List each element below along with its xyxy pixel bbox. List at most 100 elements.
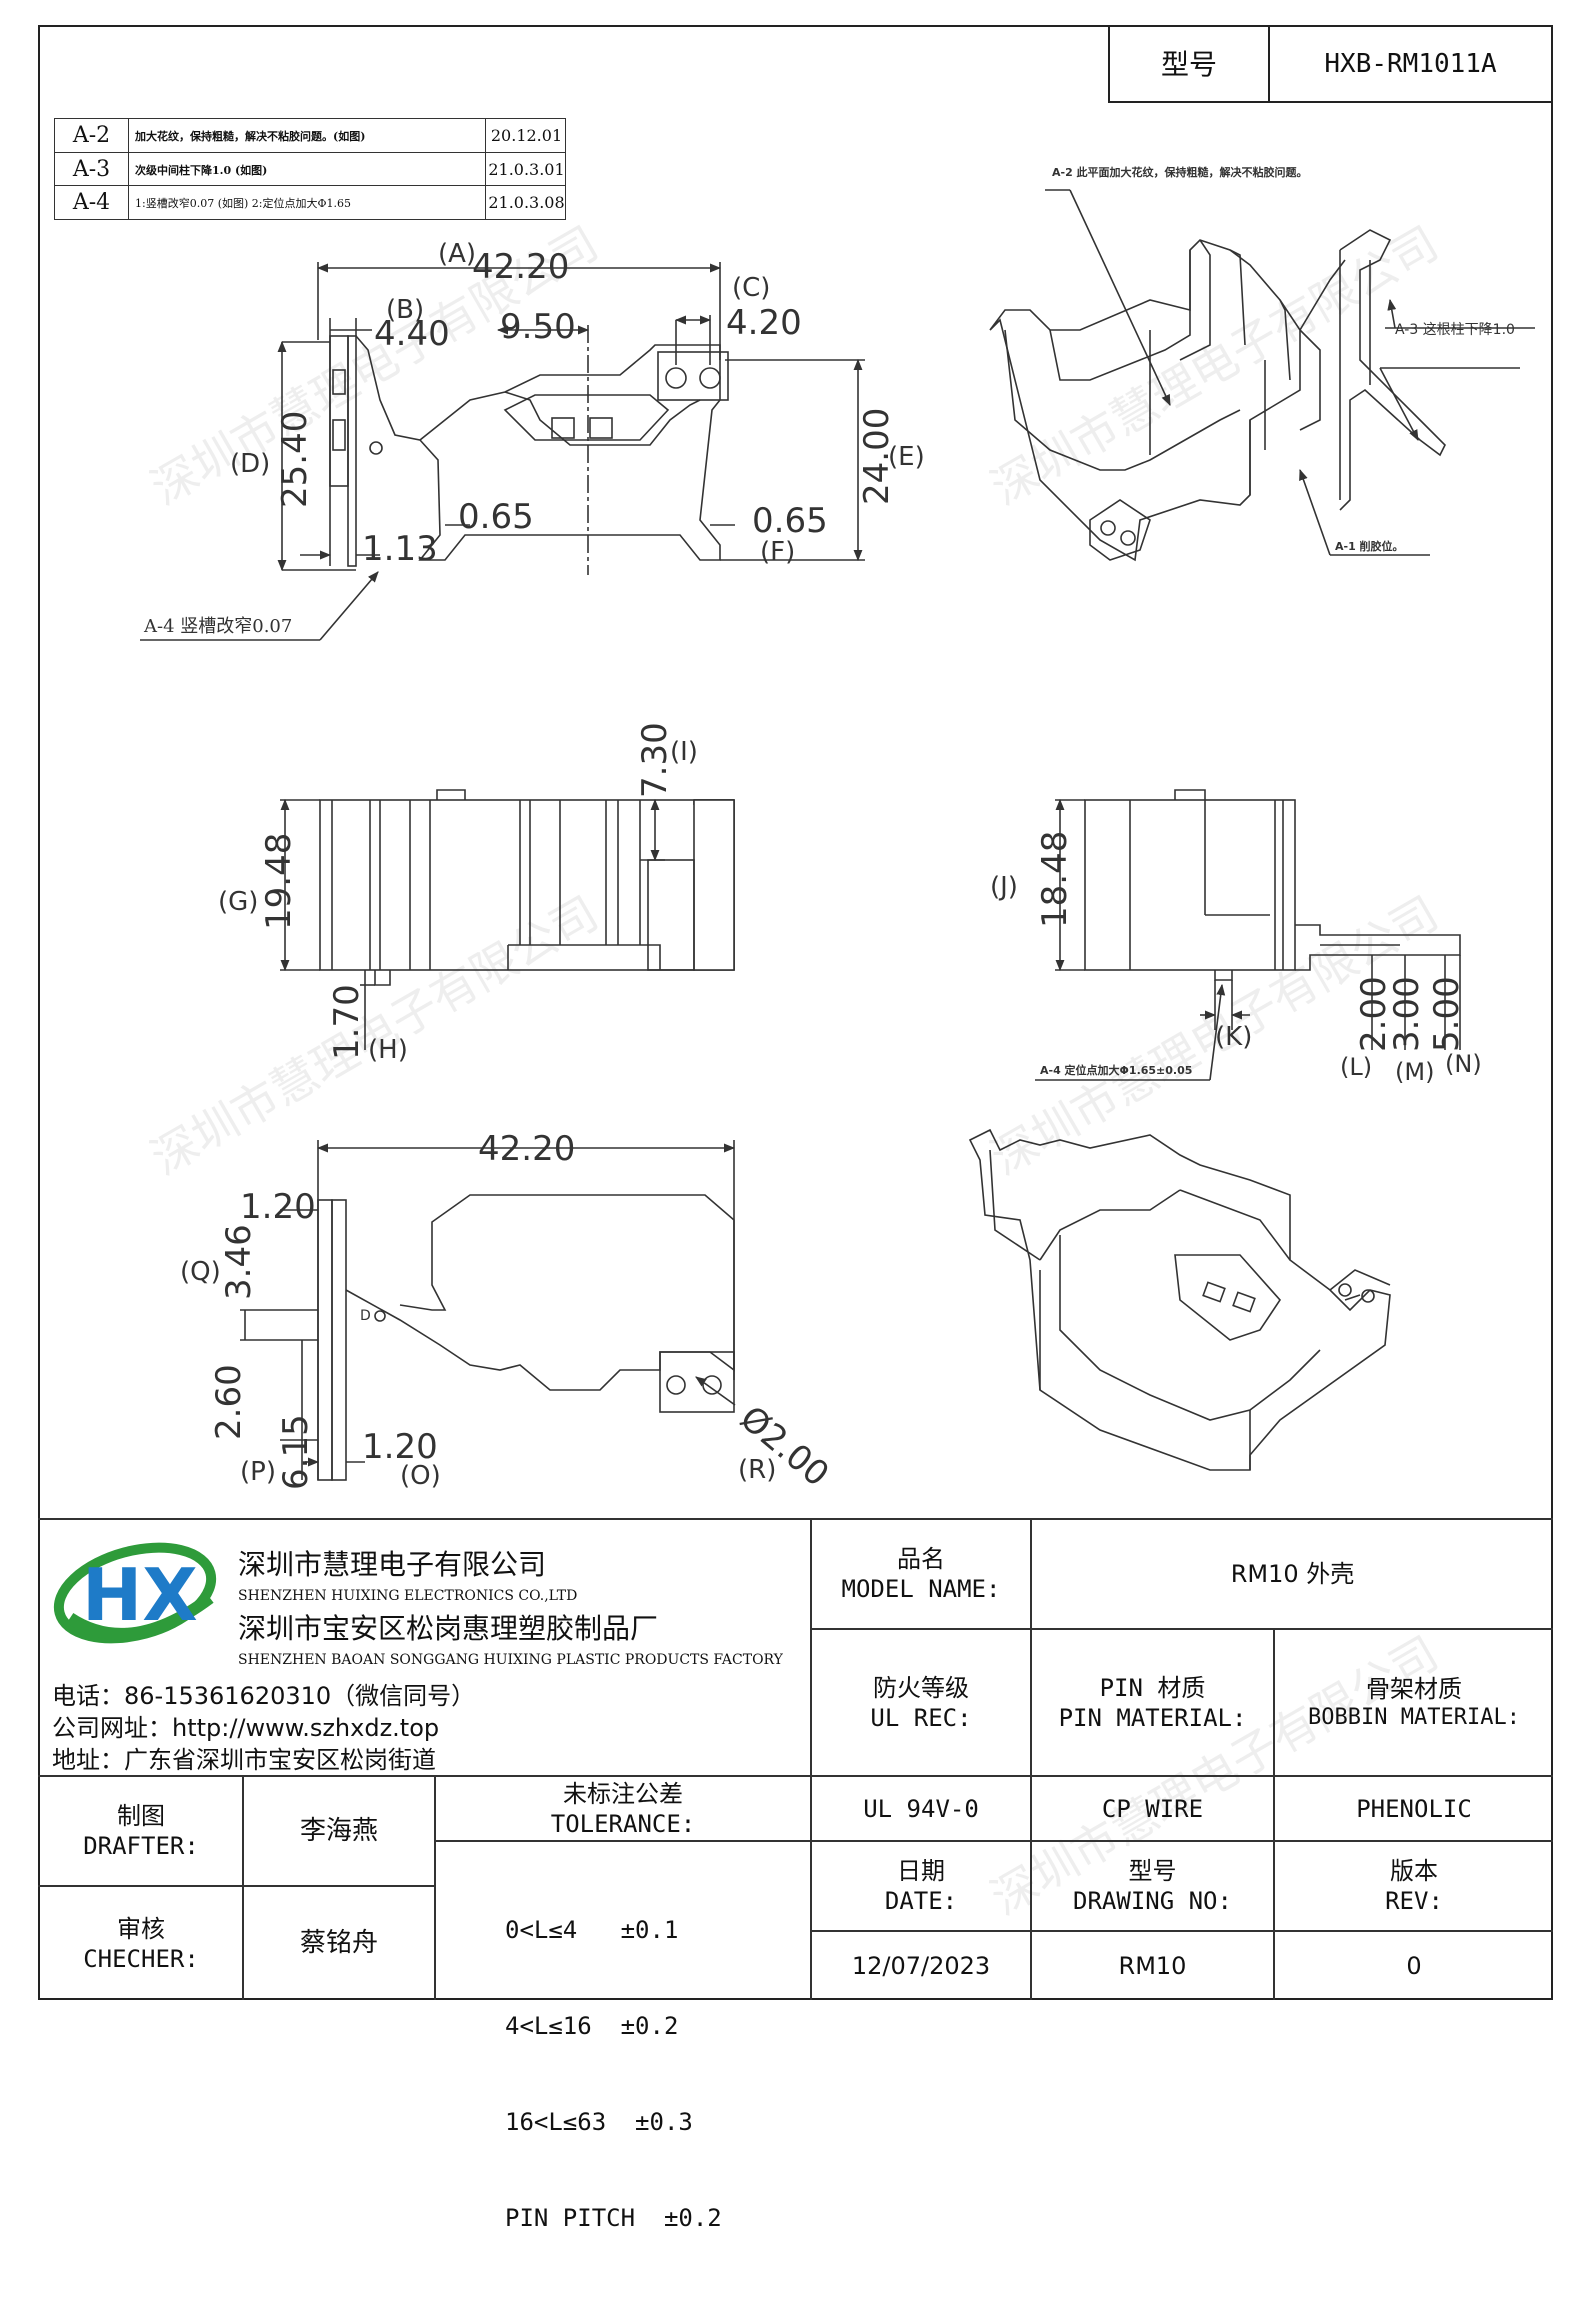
dim-065-left: 0.65 [458,497,534,537]
dim-j: 18.48 [1035,831,1075,928]
label-cn: 型号 [1128,1857,1177,1885]
dim-o: 1.20 [362,1427,438,1467]
ul-value: UL 94V-0 [863,1794,979,1823]
factory-name-en: SHENZHEN BAOAN SONGGANG HUIXING PLASTIC … [238,1652,783,1668]
tolerance-line: 4<L≤16 ±0.2 [505,2012,679,2040]
revision-date: 21.0.3.08 [485,186,567,219]
dim-g: 19.48 [259,833,299,930]
label-en: CHECHER: [83,1944,199,1973]
label-en: REV: [1385,1887,1443,1915]
side-view [1035,789,1461,1081]
label-en: MODEL NAME: [841,1575,1001,1603]
label-cn: PIN 材质 [1099,1673,1206,1702]
dim-top-120: 1.20 [240,1187,316,1227]
dim-n: 5.00 [1427,976,1467,1052]
dim-n-tag: (N) [1445,1050,1482,1078]
rev-value: 0 [1406,1952,1422,1980]
label-en: UL REC: [870,1703,972,1732]
company-phone: 电话：86-15361620310（微信同号） [52,1682,476,1710]
label-en: DATE: [884,1887,958,1915]
bottom-view: D [240,1140,736,1481]
checker-label: 审核 CHECHER: [40,1887,242,2000]
note-a4-side: A-4 定位点加大Φ1.65±0.05 [1040,1063,1192,1077]
factory-name-cn: 深圳市宝安区松岗惠理塑胶制品厂 [238,1612,659,1645]
dim-m: 3.00 [1387,976,1427,1052]
label-cn: 日期 [897,1857,945,1885]
note-a2: A-2 此平面加大花纹，保持粗糙，解决不粘胶问题。 [1052,165,1308,179]
model-label: 型号 [1110,27,1270,101]
dim-e: 24.00 [857,408,897,505]
company-website: 公司网址：http://www.szhxdz.top [52,1714,440,1742]
label-en: DRAWING NO: [1073,1887,1232,1915]
tolerance-label: 未标注公差 TOLERANCE: [436,1777,810,1840]
revision-row: A-3 次级中间柱下降1.0 (如图) 21.0.3.01 [55,152,567,186]
dim-k-tag: (K) [1215,1022,1252,1052]
drawing-no-value: RM10 [1118,1952,1187,1980]
dim-260: 2.60 [209,1364,249,1440]
isometric-view-bottom [968,1128,1391,1471]
note-a1: A-1 削胶位。 [1335,539,1404,553]
ul-label: 防火等级 UL REC: [812,1630,1030,1775]
label-en: PIN MATERIAL: [1058,1703,1247,1732]
rev-label: 版本 REV: [1275,1842,1553,1930]
tolerance-line: 0<L≤4 ±0.1 [505,1916,679,1944]
pin-material-value: CP WIRE [1101,1794,1204,1823]
revision-text: 1:竖槽改窄0.07 (如图) 2:定位点加大Φ1.65 [135,196,351,210]
company-address: 地址：广东省深圳市宝安区松岗街道 [52,1746,436,1774]
company-name-en: SHENZHEN HUIXING ELECTRONICS CO.,LTD [238,1588,578,1604]
dim-m-tag: (M) [1395,1058,1434,1086]
model-header: 型号 HXB-RM1011A [1108,25,1553,103]
dim-b-tag: (B) [386,295,424,325]
pin-material-label: PIN 材质 PIN MATERIAL: [1032,1630,1273,1775]
dim-b: 4.40 [374,314,450,354]
note-a3: A-3 这根柱下降1.0 [1395,321,1515,338]
revision-table: A-2 加大花纹，保持粗糙，解决不粘胶问题。(如图) 20.12.01 A-3 … [54,118,566,220]
dim-h-tag: (H) [368,1035,408,1065]
label-en: BOBBIN MATERIAL: [1308,1704,1520,1730]
drawing-no-label: 型号 DRAWING NO: [1032,1842,1273,1930]
date-value: 12/07/2023 [851,1952,991,1980]
revision-text: 次级中间柱下降1.0 (如图) [135,163,268,177]
model-value: HXB-RM1011A [1324,48,1497,79]
dim-e-tag: (E) [888,442,925,472]
tolerance-line: 16<L≤63 ±0.3 [505,2108,693,2136]
revision-id: A-3 [55,153,129,186]
dim-d-tag: (D) [230,449,270,479]
dim-950: 9.50 [500,307,576,347]
front-view [280,789,735,1050]
model-name-value: RM10 外壳 [1230,1560,1355,1588]
dim-a: 42.20 [472,247,569,287]
tolerance-line: PIN PITCH ±0.2 [505,2204,722,2232]
dim-f-tag: (F) [760,537,795,567]
dim-q-tag: (Q) [180,1257,221,1287]
dim-j-tag: (J) [990,872,1018,902]
dim-c: 4.20 [726,303,802,343]
revision-id: A-2 [55,119,129,152]
dim-i-tag: (I) [670,737,698,767]
label-cn: 审核 [117,1914,165,1943]
label-en: DRAFTER: [83,1832,199,1860]
logo-text: HX [82,1553,198,1637]
company-name-cn: 深圳市慧理电子有限公司 [238,1548,547,1581]
label-cn: 防火等级 [873,1673,969,1702]
dim-i: 7.30 [635,722,675,798]
dim-g-tag: (G) [218,887,258,917]
date-label: 日期 DATE: [812,1842,1030,1930]
revision-text: 加大花纹，保持粗糙，解决不粘胶问题。(如图) [135,129,366,143]
dim-bottom-width: 42.20 [478,1129,575,1169]
dim-p: 6.15 [276,1414,316,1490]
revision-date: 20.12.01 [485,119,567,152]
revision-date: 21.0.3.01 [485,153,567,186]
dim-h: 1.70 [327,984,367,1060]
drafter-name: 李海燕 [299,1815,378,1846]
dim-c-tag: (C) [732,273,770,303]
label-cn: 版本 [1390,1857,1438,1885]
bobbin-material-value: PHENOLIC [1356,1794,1472,1823]
revision-row: A-4 1:竖槽改窄0.07 (如图) 2:定位点加大Φ1.65 21.0.3.… [55,185,567,219]
technical-drawings: D [140,165,1535,1495]
revision-id: A-4 [55,186,129,219]
dim-l: 2.00 [1354,976,1394,1052]
bobbin-material-label: 骨架材质 BOBBIN MATERIAL: [1275,1630,1553,1775]
revision-row: A-2 加大花纹，保持粗糙，解决不粘胶问题。(如图) 20.12.01 [55,119,565,152]
dim-o-tag: (O) [400,1461,441,1491]
